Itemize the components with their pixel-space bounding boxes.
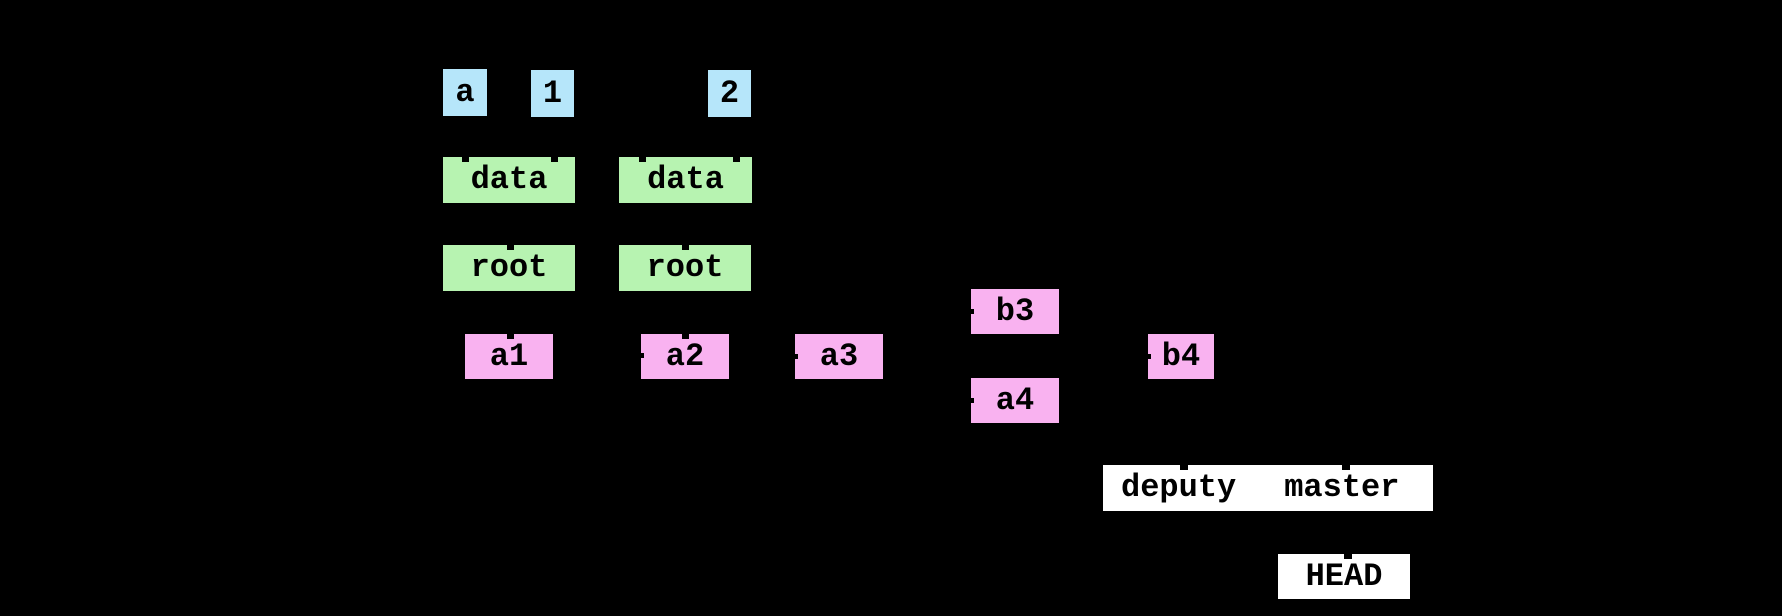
arrow-mark xyxy=(1180,464,1188,470)
arrow-mark xyxy=(507,333,514,339)
tree-box-root-left: root xyxy=(443,245,575,291)
commit-box-a2: a2 xyxy=(641,334,729,379)
arrow-mark xyxy=(968,398,974,403)
tree-box-data-left: data xyxy=(443,157,575,203)
blob-box-1: 1 xyxy=(531,70,574,117)
arrow-mark xyxy=(1145,354,1151,359)
branch-refs-box: deputy master xyxy=(1103,465,1433,511)
arrow-mark xyxy=(1344,553,1352,559)
commit-box-a1: a1 xyxy=(465,334,553,379)
commit-box-a3: a3 xyxy=(795,334,883,379)
branch-label-master: master xyxy=(1284,469,1400,506)
arrow-mark xyxy=(682,333,689,339)
commit-box-b4: b4 xyxy=(1148,334,1214,379)
tree-box-root-right: root xyxy=(619,245,751,291)
commit-box-a4: a4 xyxy=(971,378,1059,423)
arrow-mark xyxy=(968,309,974,314)
blob-box-a: a xyxy=(443,69,487,116)
tree-box-data-right: data xyxy=(619,157,752,203)
arrow-mark xyxy=(792,354,798,359)
arrow-mark xyxy=(1342,464,1350,470)
commit-box-b3: b3 xyxy=(971,289,1059,334)
arrow-mark xyxy=(639,156,646,162)
branch-label-deputy: deputy xyxy=(1121,469,1237,506)
arrow-mark xyxy=(551,156,558,162)
arrow-mark xyxy=(507,244,514,250)
arrow-mark xyxy=(462,156,469,162)
arrow-mark xyxy=(733,156,740,162)
blob-box-2: 2 xyxy=(708,70,751,117)
arrow-mark xyxy=(682,244,689,250)
arrow-mark xyxy=(638,353,644,358)
head-ref-box: HEAD xyxy=(1278,554,1410,599)
